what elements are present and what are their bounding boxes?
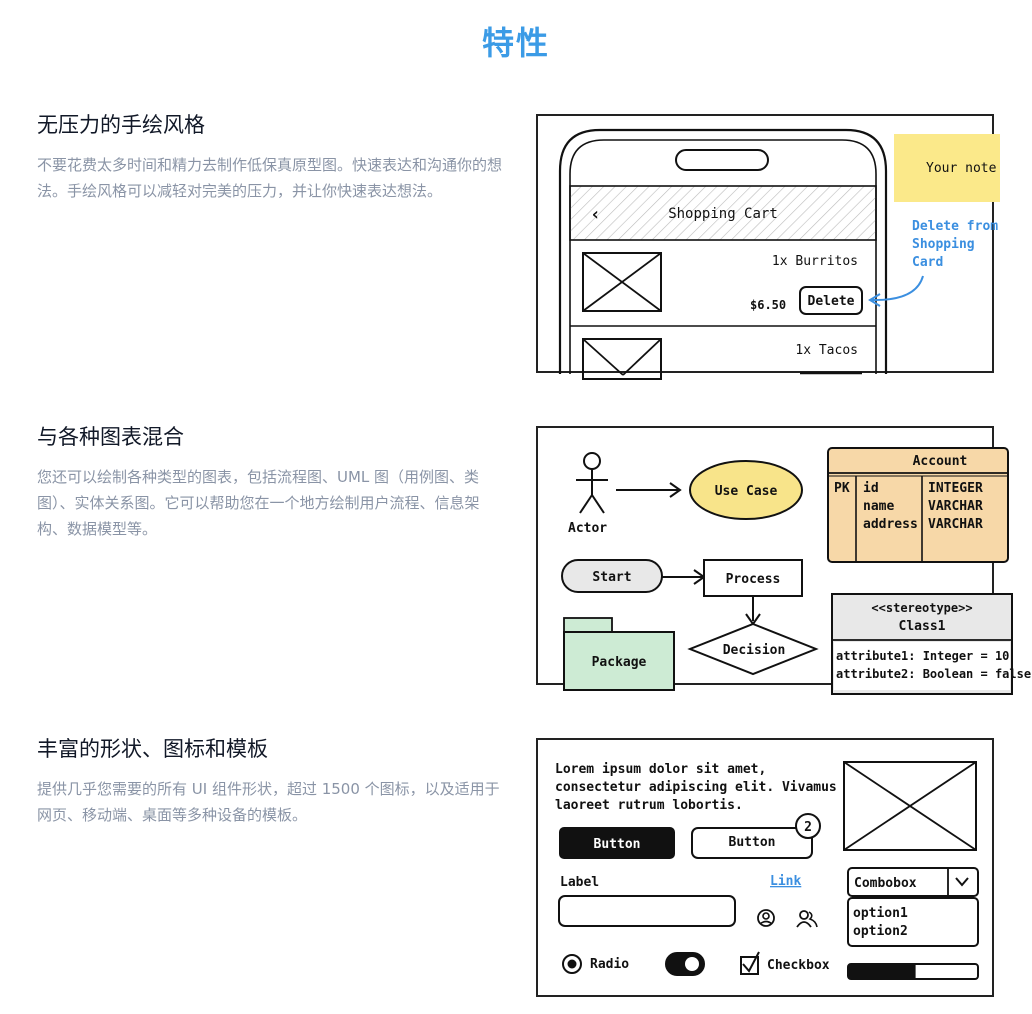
svg-text:Your note: Your note [926, 161, 997, 176]
progress-fill [849, 965, 916, 978]
svg-text:Checkbox: Checkbox [767, 958, 830, 973]
feature-diagrams: 与各种图表混合 您还可以绘制各种类型的图表，包括流程图、UML 图（用例图、类图… [0, 422, 1032, 695]
feature-description: 提供几乎您需要的所有 UI 组件形状，超过 1500 个图标，以及适用于网页、移… [37, 780, 500, 824]
secondary-button[interactable]: Button [691, 827, 813, 859]
text-input[interactable] [558, 895, 736, 927]
svg-text:Delete from: Delete from [912, 219, 998, 234]
annotation-note: Delete from Shopping Card [912, 219, 998, 270]
primary-button[interactable]: Button [559, 827, 675, 859]
cart-row: 1x Burritos $6.50 Delete [570, 252, 876, 327]
sticky-note: Your note [894, 134, 1000, 202]
radio-button[interactable]: Radio [562, 954, 629, 974]
users-icon [796, 910, 818, 928]
diagram-mockup: Actor Use Case Account PK id name addr [536, 426, 1031, 695]
cart-title: Shopping Cart [668, 206, 778, 222]
feature-description: 您还可以绘制各种类型的图表，包括流程图、UML 图（用例图、类图）、实体关系图。… [37, 468, 480, 538]
svg-text:id: id [863, 481, 879, 496]
ui-components-mockup: Lorem ipsum dolor sit amet, consectetur … [536, 738, 994, 997]
svg-text:Shopping: Shopping [912, 237, 975, 252]
svg-text:<<stereotype>>: <<stereotype>> [871, 601, 972, 615]
phone-notch [675, 149, 769, 171]
checkbox[interactable]: Checkbox [740, 951, 830, 975]
feature-title: 丰富的形状、图标和模板 [37, 737, 268, 761]
cart-item-name: 1x Tacos [795, 343, 858, 358]
svg-text:attribute1: Integer = 10: attribute1: Integer = 10 [836, 649, 1009, 663]
svg-text:VARCHAR: VARCHAR [928, 517, 983, 532]
svg-text:Radio: Radio [590, 957, 629, 972]
page-title: 特性 [481, 24, 550, 62]
user-circle-icon [757, 909, 775, 927]
progress-bar [847, 963, 979, 980]
combobox[interactable]: Combobox [847, 867, 979, 897]
svg-text:Lorem ipsum dolor sit amet,: Lorem ipsum dolor sit amet, [555, 762, 766, 777]
svg-text:Combobox: Combobox [854, 876, 917, 891]
arrow-icon [662, 569, 706, 585]
actor-icon [576, 452, 608, 514]
checkmark-icon [742, 951, 760, 973]
svg-text:Class1: Class1 [899, 619, 946, 634]
svg-text:Delete: Delete [808, 294, 855, 309]
arrow-icon [616, 482, 682, 498]
svg-text:Button: Button [594, 837, 641, 852]
option-item[interactable]: option2 [853, 924, 908, 939]
toggle-switch[interactable] [665, 952, 705, 976]
phone-frame [558, 128, 888, 374]
svg-text:name: name [863, 499, 894, 514]
svg-text:consectetur adipiscing elit. V: consectetur adipiscing elit. Vivamus [555, 780, 837, 795]
svg-text:address: address [863, 517, 918, 532]
delete-button[interactable]: Delete [799, 286, 863, 315]
feature-hand-drawn: 无压力的手绘风格 不要花费太多时间和精力去制作低保真原型图。快速表达和沟通你的想… [0, 110, 1032, 380]
use-case-node: Use Case [689, 460, 803, 520]
image-placeholder-icon [582, 252, 662, 312]
decision-node: Decision [687, 622, 819, 676]
feature-shapes-icons: 丰富的形状、图标和模板 提供几乎您需要的所有 UI 组件形状，超过 1500 个… [0, 734, 1032, 1004]
svg-text:PK: PK [834, 481, 850, 496]
image-placeholder-icon [582, 338, 662, 380]
cart-header: ‹ Shopping Cart [569, 185, 877, 241]
svg-text:2: 2 [804, 820, 812, 835]
svg-text:Package: Package [592, 655, 647, 670]
options-list: option1 option2 [847, 897, 979, 947]
arrow-icon [745, 596, 761, 626]
svg-text:Use Case: Use Case [715, 484, 778, 499]
svg-text:Start: Start [592, 570, 631, 585]
svg-text:Decision: Decision [723, 643, 786, 658]
option-item[interactable]: option1 [853, 906, 908, 921]
back-icon[interactable]: ‹ [590, 204, 601, 225]
svg-text:Button: Button [729, 835, 776, 850]
cart-item-price: $6.50 [750, 298, 786, 312]
actor-label: Actor [568, 521, 607, 536]
package-node: Package [563, 617, 675, 691]
class-node: <<stereotype>> Class1 attribute1: Intege… [831, 593, 1031, 695]
svg-text:Process: Process [726, 572, 781, 587]
field-label: Label [560, 875, 599, 890]
link[interactable]: Link [770, 874, 801, 889]
notification-badge: 2 [795, 813, 821, 839]
svg-text:attribute2: Boolean = false: attribute2: Boolean = false [836, 667, 1031, 681]
svg-text:INTEGER: INTEGER [928, 481, 983, 496]
svg-text:laoreet rutrum lobortis.: laoreet rutrum lobortis. [555, 798, 743, 813]
lorem-text: Lorem ipsum dolor sit amet, consectetur … [555, 762, 837, 813]
feature-title: 与各种图表混合 [37, 425, 184, 449]
shopping-cart-mockup: ‹ Shopping Cart 1x Burritos $6.50 Delete [536, 114, 1000, 380]
feature-description: 不要花费太多时间和精力去制作低保真原型图。快速表达和沟通你的想法。手绘风格可以减… [37, 156, 503, 200]
start-node: Start [561, 559, 663, 593]
arrow-icon [868, 275, 924, 307]
feature-title: 无压力的手绘风格 [37, 113, 205, 137]
process-node: Process [703, 559, 803, 597]
svg-text:Account: Account [913, 454, 968, 469]
svg-text:VARCHAR: VARCHAR [928, 499, 983, 514]
account-entity: Account PK id name address INTEGER VARCH… [827, 447, 1009, 563]
cart-item-name: 1x Burritos [772, 254, 858, 269]
image-placeholder-icon [843, 761, 977, 851]
chevron-down-icon [955, 877, 969, 887]
cart-row: 1x Tacos [582, 338, 862, 380]
svg-text:Card: Card [912, 255, 943, 270]
